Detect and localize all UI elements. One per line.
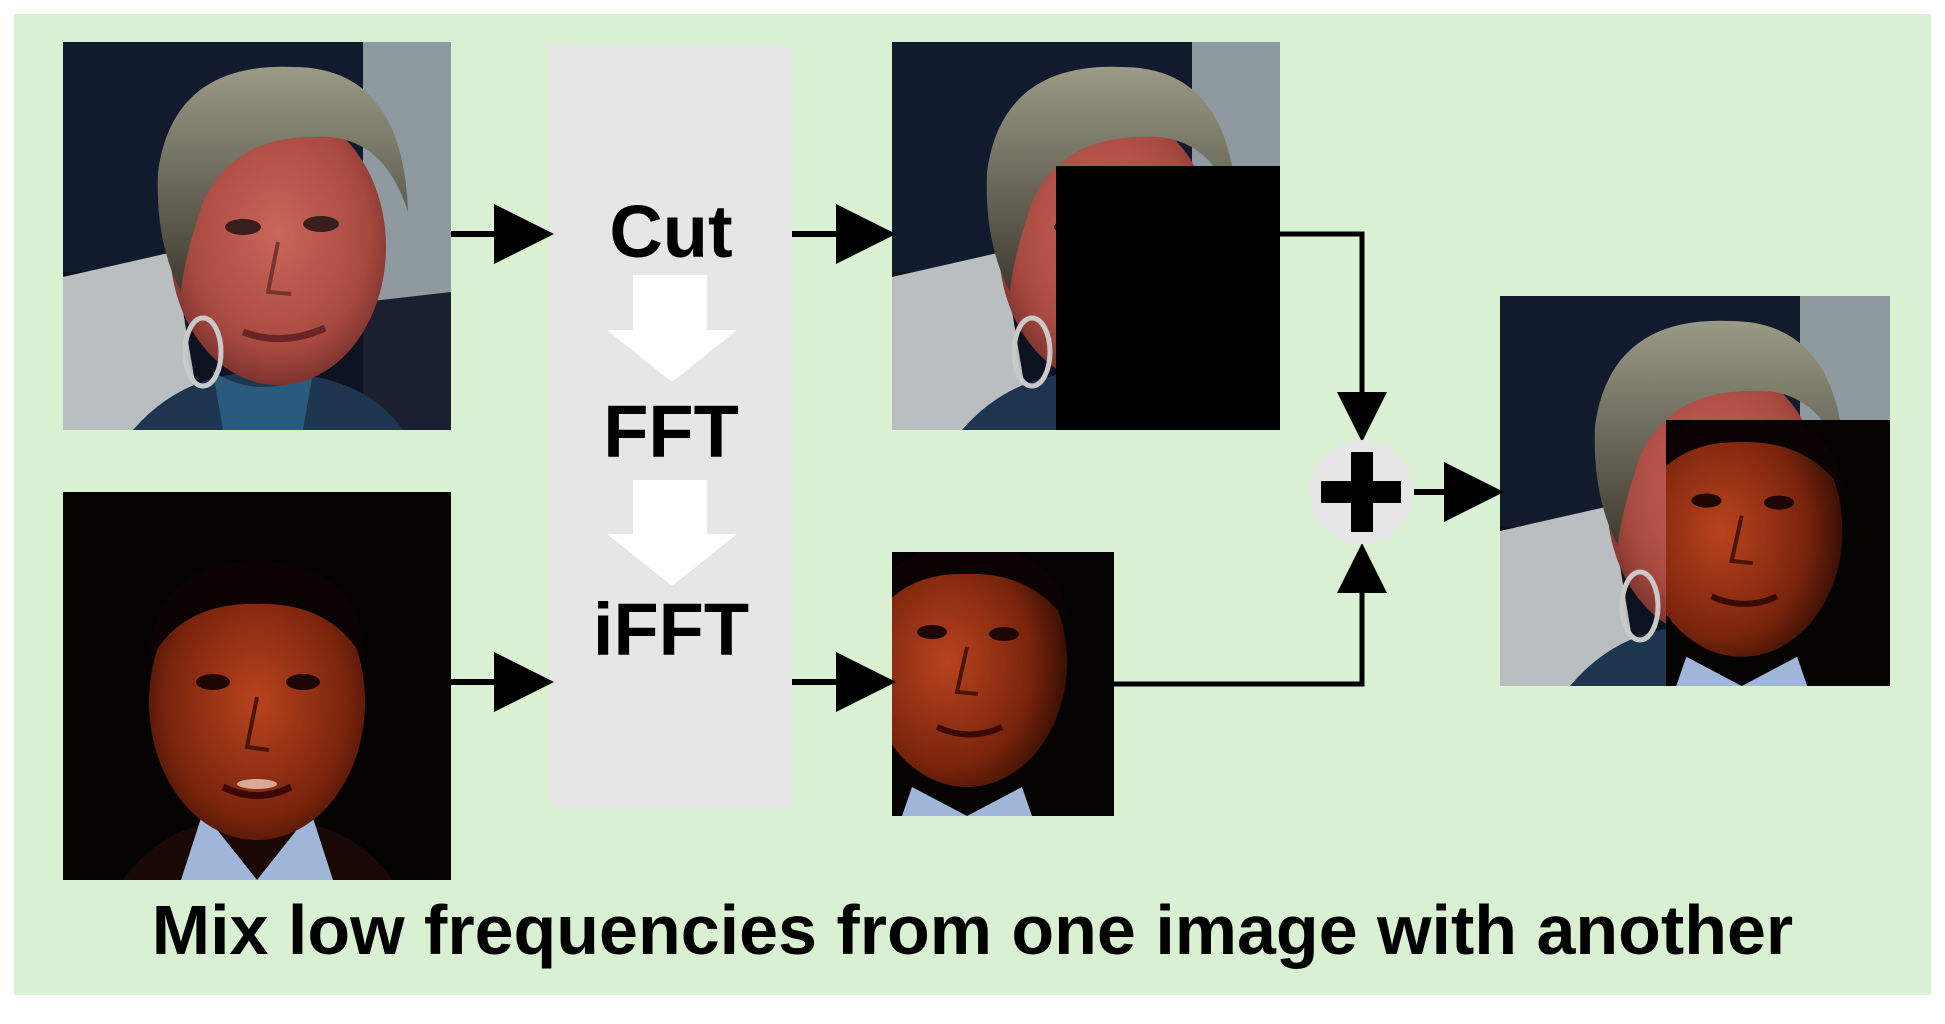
diagram-caption: Mix low frequencies from one image with … [151,891,1794,969]
arrow-cut-to-plus [1280,231,1387,442]
plus-icon [1309,440,1413,544]
step-arrow-cut-to-fft [607,275,737,382]
man-patch-photo [892,552,1114,816]
step-fft-label: FFT [603,390,739,473]
step-ifft-label: iFFT [592,588,750,671]
step-cut-label: Cut [609,190,733,273]
mixed-face-photo [1500,296,1890,686]
process-box: Cut FFT iFFT [550,45,792,807]
woman-cut-photo [892,42,1280,430]
cut-image [892,42,1280,430]
cut-mask [1056,166,1280,430]
input-image-1 [63,42,451,430]
man-face-photo [63,492,451,880]
step-arrow-fft-to-ifft [607,480,737,586]
frequency-patch-image [892,552,1114,816]
woman-face-photo [63,42,451,430]
output-image [1500,296,1890,686]
input-image-2 [63,492,451,880]
arrow-patch-to-plus [1114,543,1387,687]
pasted-patch [1666,420,1890,686]
